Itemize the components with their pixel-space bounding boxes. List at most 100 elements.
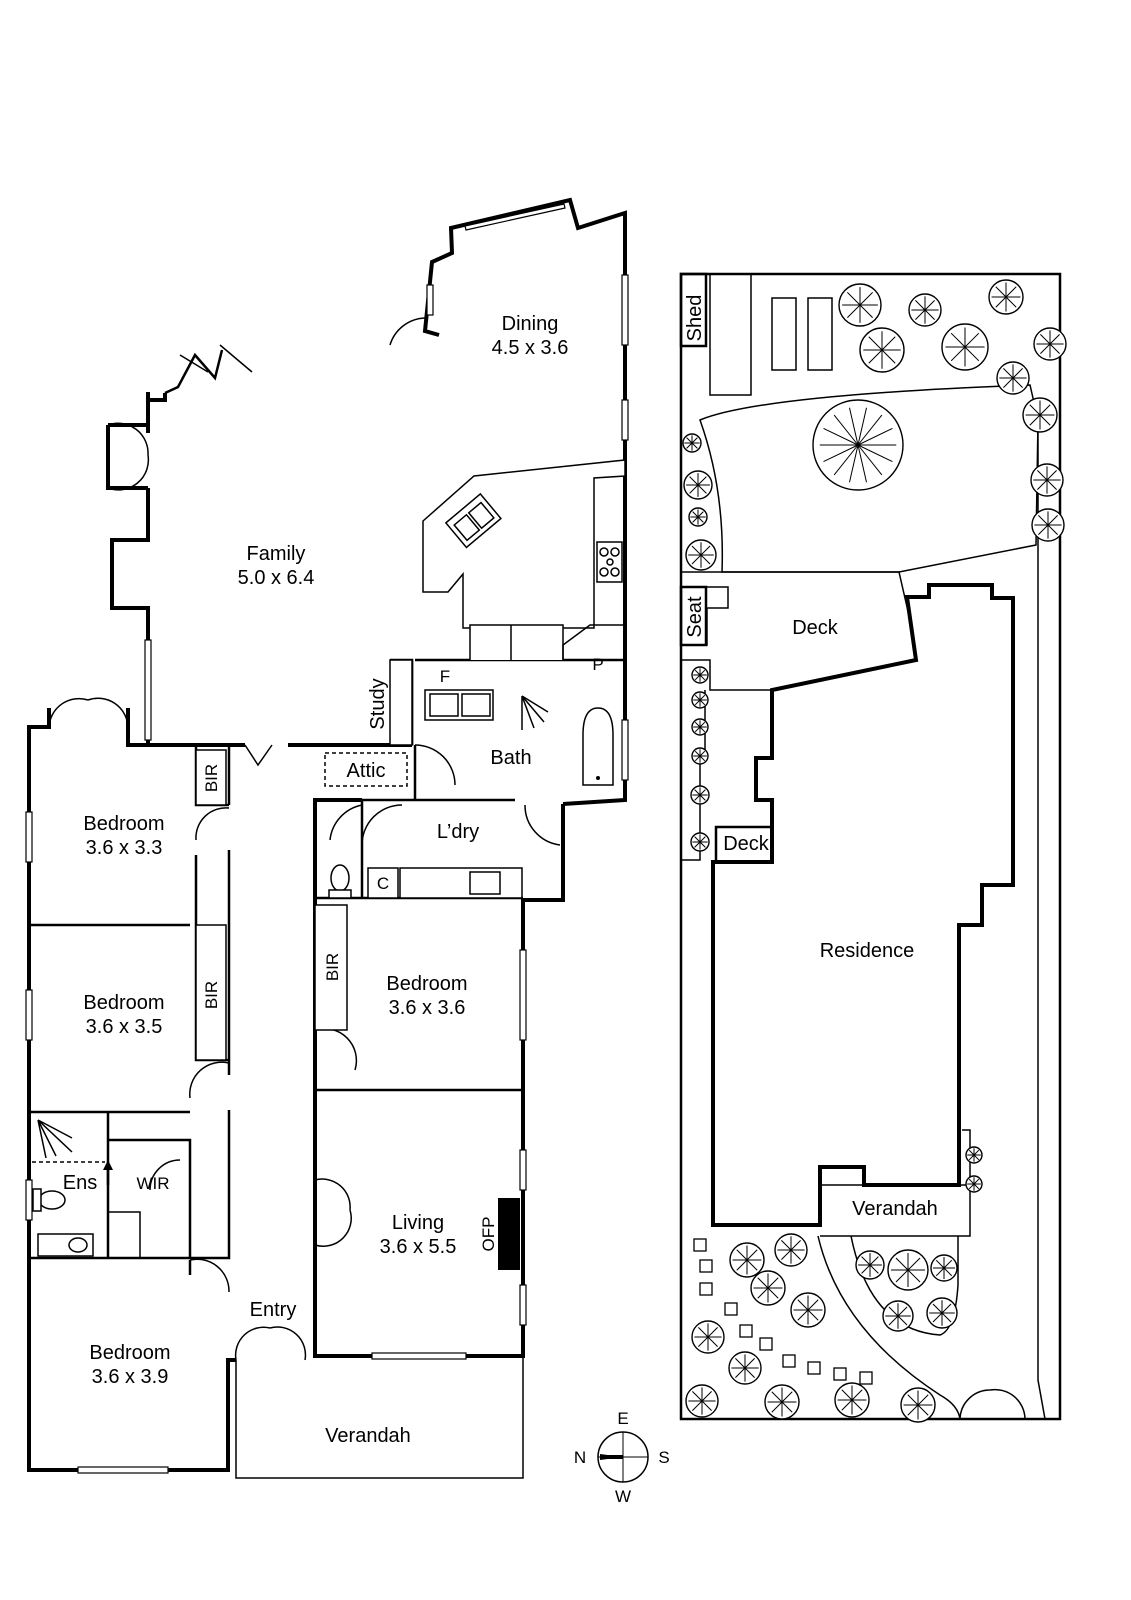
room-size-bedroom-1: 3.6 x 3.3 — [86, 837, 163, 859]
shower-icon — [521, 695, 549, 730]
sink-icon — [469, 871, 501, 895]
door-swing — [414, 744, 456, 786]
cupboard — [367, 867, 399, 899]
compass-east: E — [617, 1409, 628, 1428]
tree-icon — [1030, 463, 1064, 497]
label-bir-3: BIR — [323, 953, 342, 981]
door-swing — [48, 697, 129, 728]
tree-icon — [774, 1233, 808, 1267]
room-name-bedroom-3: Bedroom — [386, 973, 467, 995]
verandah-outline — [820, 1184, 971, 1237]
tree-icon — [926, 1297, 958, 1329]
tree-icon — [682, 433, 702, 453]
compass-south: S — [658, 1448, 669, 1467]
room-name-living: Living — [392, 1212, 444, 1234]
site-plan: Shed Seat Deck Deck Residence Verandah — [679, 272, 1067, 1423]
tree-icon — [996, 361, 1030, 395]
label-deck: Deck — [792, 617, 839, 639]
shower-icon — [32, 1119, 105, 1163]
side-path — [1037, 420, 1046, 1420]
side-path — [709, 274, 752, 396]
attic-hatch — [324, 752, 408, 787]
wall-bedroom-corridor — [190, 745, 231, 1260]
window — [621, 399, 629, 441]
fireplace — [498, 1198, 520, 1270]
tree-icon — [691, 691, 709, 709]
compass-north: N — [574, 1448, 586, 1467]
study-desk — [389, 659, 413, 746]
label-wir: WIR — [136, 1174, 169, 1193]
side-path — [962, 1129, 971, 1185]
label-seat: Seat — [684, 596, 706, 638]
pantry — [562, 624, 625, 660]
door-swing — [314, 1178, 352, 1247]
tree-icon — [685, 539, 717, 571]
deck-outline — [681, 659, 775, 691]
bir-cupboard — [195, 924, 227, 1061]
garden-bed — [771, 297, 797, 371]
room-size-bedroom-2: 3.6 x 3.5 — [86, 1016, 163, 1038]
tree-icon — [683, 470, 713, 500]
cooktop-icon — [596, 541, 623, 583]
tree-icon — [882, 1300, 914, 1332]
tree-icon — [855, 1250, 885, 1280]
wir-shelf — [108, 1211, 141, 1258]
tree-icon — [685, 1384, 719, 1418]
label-residence: Residence — [820, 940, 915, 962]
compass-west: W — [615, 1487, 631, 1506]
window — [25, 1179, 33, 1221]
tree-icon — [965, 1175, 983, 1193]
wall-family-west — [110, 488, 150, 745]
tree-icon — [941, 323, 989, 371]
tree-icon — [729, 1242, 765, 1278]
room-name-bedroom-4: Bedroom — [89, 1342, 170, 1364]
toilet-icon — [32, 1188, 66, 1212]
sink-icon — [68, 1237, 88, 1253]
residence-outline — [711, 583, 1015, 1227]
wall-family-nw — [146, 393, 167, 433]
tree-icon — [887, 1249, 929, 1291]
room-size-living: 3.6 x 5.5 — [380, 1236, 457, 1258]
label-open-fireplace: OFP — [479, 1217, 498, 1252]
side-path — [680, 660, 706, 861]
tree-icon — [750, 1270, 786, 1306]
kitchen-bench — [469, 624, 564, 660]
wall-right-wing — [466, 804, 565, 1358]
label-side-deck: Deck — [723, 833, 770, 855]
label-site-verandah: Verandah — [852, 1198, 938, 1220]
window — [621, 719, 629, 781]
label-shed: Shed — [684, 295, 706, 342]
bir-cupboard — [195, 749, 227, 806]
label-fridge: F — [440, 667, 450, 686]
label-study: Study — [367, 678, 389, 729]
tree-icon — [688, 507, 708, 527]
tree-icon — [1031, 508, 1065, 542]
label-verandah: Verandah — [325, 1425, 411, 1447]
lawn-area — [699, 384, 1039, 573]
tree-icon — [690, 785, 710, 805]
seat — [679, 585, 708, 647]
tree-icon — [728, 1351, 762, 1385]
tree-icon — [908, 293, 942, 327]
window — [519, 1149, 527, 1191]
window — [519, 949, 527, 1041]
garden-path — [817, 1235, 961, 1420]
bathtub-icon — [582, 707, 614, 786]
shed — [679, 272, 708, 348]
room-size-bedroom-4: 3.6 x 3.9 — [92, 1366, 169, 1388]
sink-icon — [444, 492, 502, 549]
bifold-door — [179, 344, 253, 373]
sink-icon — [461, 693, 491, 717]
window — [25, 989, 33, 1041]
door-swing — [524, 804, 561, 846]
label-laundry: L’dry — [437, 821, 479, 843]
toilet-icon — [328, 864, 352, 899]
window — [144, 639, 152, 741]
stepping-stones — [693, 1238, 873, 1385]
tree-icon — [691, 718, 709, 736]
window — [371, 1352, 467, 1360]
window — [621, 274, 629, 346]
window — [25, 811, 33, 863]
door-swing — [107, 422, 150, 491]
